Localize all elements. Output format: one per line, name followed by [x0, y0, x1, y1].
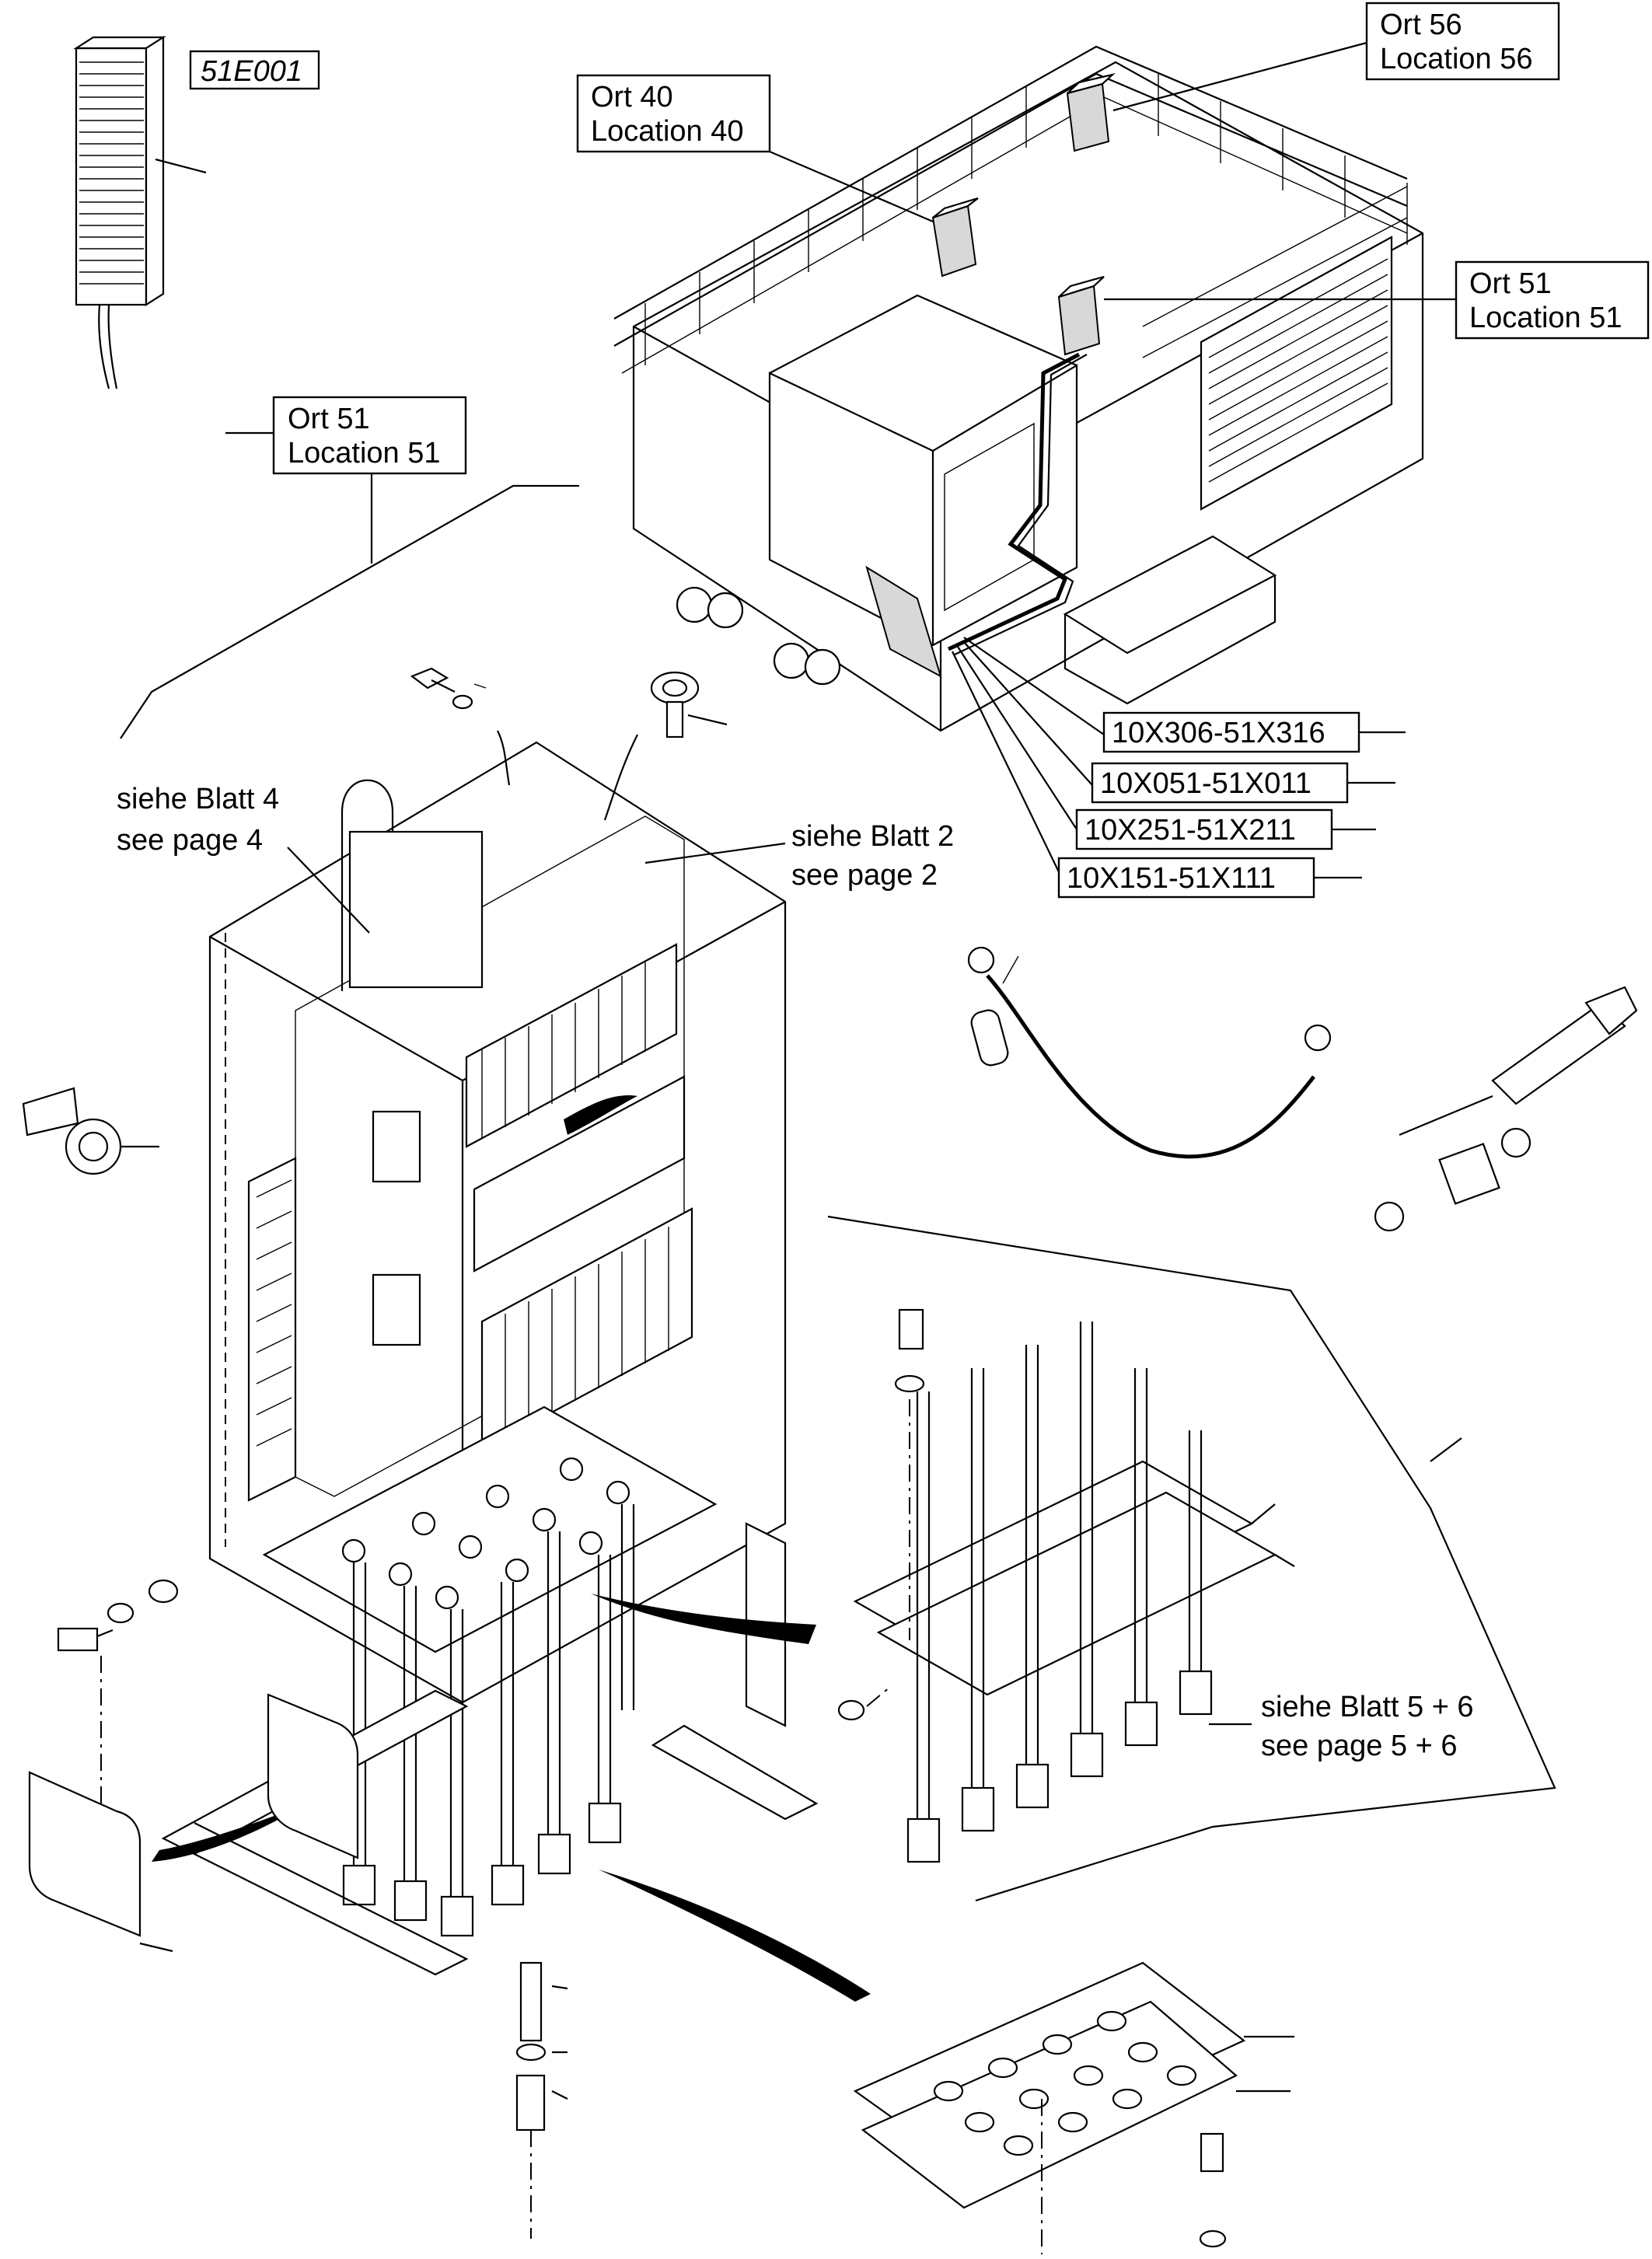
svg-text:Location 51: Location 51	[288, 437, 441, 470]
cable-label-2: 10X051-51X011	[1091, 762, 1395, 804]
svg-text:siehe Blatt 4: siehe Blatt 4	[117, 783, 279, 815]
svg-text:10X251-51X211: 10X251-51X211	[1084, 814, 1296, 847]
terminal-strip-component	[73, 35, 207, 389]
part-number-label: 51E001	[189, 50, 320, 90]
cable-label-4: 10X151-51X111	[1057, 857, 1362, 899]
svg-text:siehe Blatt 5 + 6: siehe Blatt 5 + 6	[1261, 1691, 1474, 1723]
reference-page-5-6: siehe Blatt 5 + 6 see page 5 + 6	[1209, 1691, 1474, 1762]
svg-text:Ort 51: Ort 51	[1469, 267, 1552, 300]
svg-text:Location 40: Location 40	[591, 115, 744, 148]
svg-text:10X051-51X011: 10X051-51X011	[1100, 767, 1311, 800]
svg-text:Location 51: Location 51	[1469, 302, 1622, 334]
svg-text:51E001: 51E001	[201, 55, 302, 88]
callout-location-51-machine: Ort 51 Location 51	[1104, 260, 1650, 340]
location-56-box	[1066, 72, 1116, 152]
eye-bolt	[603, 671, 728, 821]
cable-label-3: 10X251-51X211	[1075, 808, 1376, 850]
ground-cable	[967, 946, 1332, 1159]
svg-text:siehe Blatt 2: siehe Blatt 2	[791, 820, 954, 853]
machine-overview	[613, 45, 1424, 878]
svg-text:10X306-51X316: 10X306-51X316	[1112, 717, 1325, 749]
bolt-left	[57, 1579, 179, 1803]
reference-page-2: siehe Blatt 2 see page 2	[644, 820, 954, 892]
location-51-box-machine	[1057, 275, 1105, 356]
svg-text:10X151-51X111: 10X151-51X111	[1067, 862, 1276, 895]
callout-location-56: Ort 56 Location 56	[1112, 2, 1560, 112]
sensor-connector	[1374, 986, 1638, 1232]
cable-label-1: 10X306-51X316	[1102, 711, 1406, 753]
control-cabinet	[28, 741, 871, 2002]
svg-text:Location 56: Location 56	[1380, 43, 1533, 75]
door-latch	[22, 1087, 159, 1175]
callout-location-51-cabinet: Ort 51 Location 51	[120, 396, 579, 739]
svg-text:Ort 56: Ort 56	[1380, 9, 1462, 41]
svg-text:see page 5 + 6: see page 5 + 6	[1261, 1730, 1458, 1762]
screw-top	[410, 667, 511, 786]
svg-text:see page 4: see page 4	[117, 824, 263, 857]
standoff-bolt	[515, 1961, 568, 2239]
gland-plate-assembly	[827, 1215, 1556, 2254]
svg-text:Ort 51: Ort 51	[288, 403, 370, 435]
reference-page-4: siehe Blatt 4 see page 4	[117, 783, 370, 934]
callout-location-40: Ort 40 Location 40	[576, 74, 934, 223]
location-40-box	[931, 197, 979, 278]
svg-text:Ort 40: Ort 40	[591, 81, 673, 113]
svg-text:see page 2: see page 2	[791, 859, 938, 892]
